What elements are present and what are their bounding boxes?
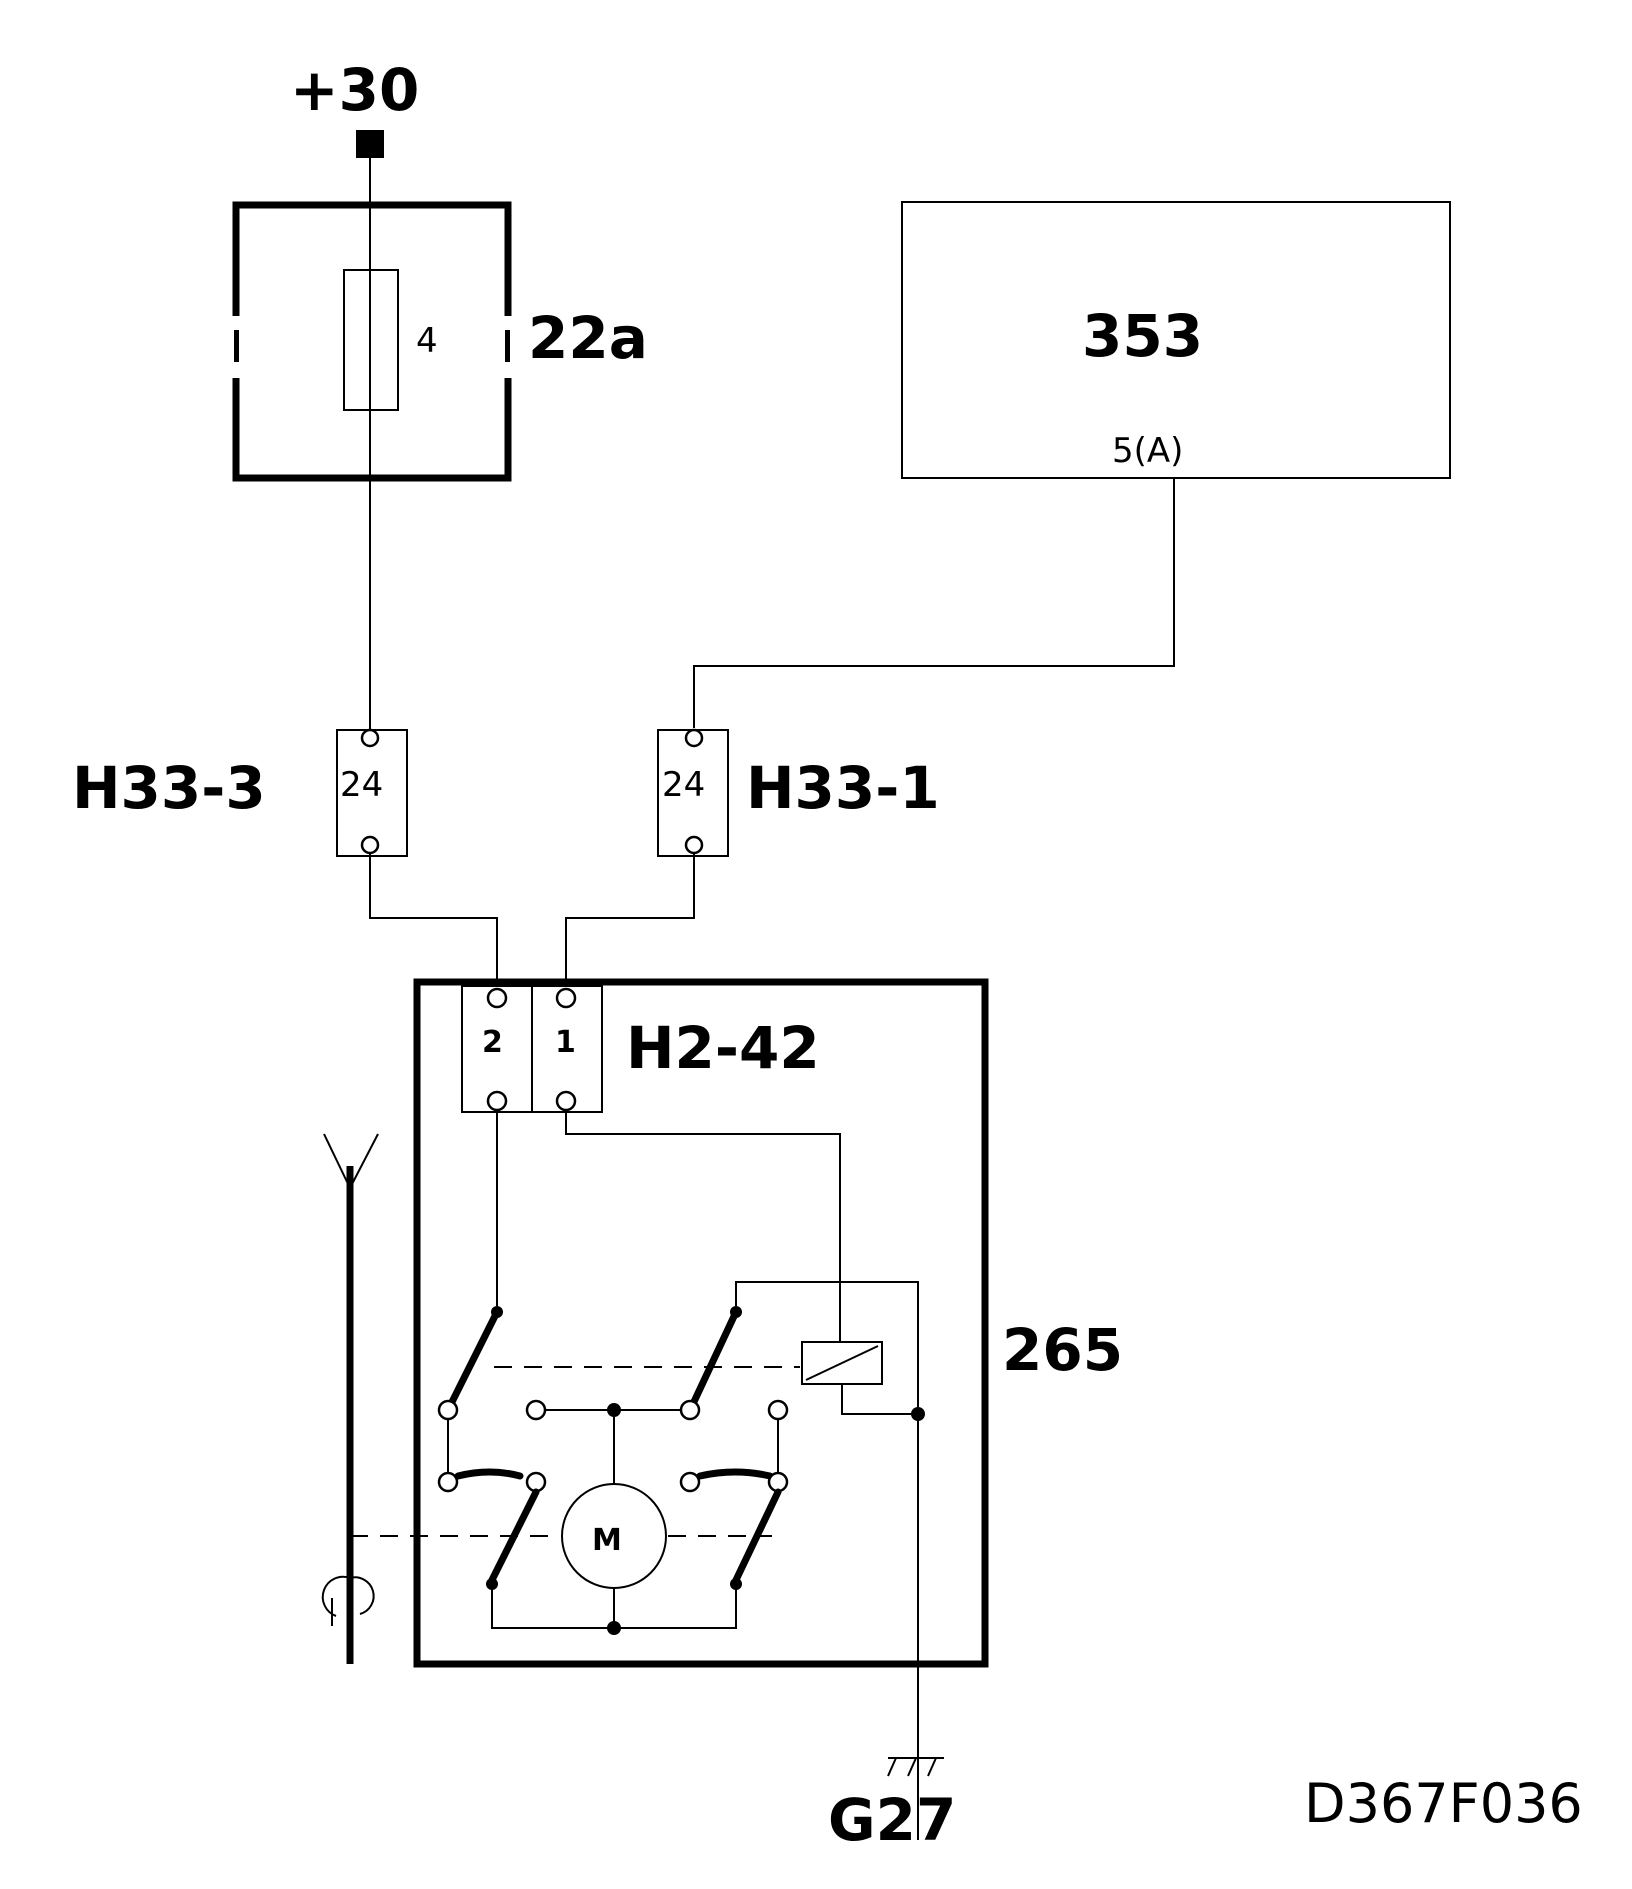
relay-switch-left <box>437 1306 503 1421</box>
limit-switch-right <box>679 1468 789 1590</box>
relay-coil <box>801 1341 883 1385</box>
motor-label: M <box>592 1523 622 1558</box>
connector-h33-1-label: H33-1 <box>746 754 940 822</box>
connector-h33-1 <box>657 728 729 857</box>
wire-h33-3-to-pin-2 <box>369 853 498 986</box>
supply-terminal <box>356 130 384 158</box>
connector-h2-42-pin-2: 2 <box>482 1025 503 1060</box>
ground-icon <box>887 1757 944 1777</box>
wire-pin-1-to-relay <box>565 1110 841 1342</box>
connector-h33-3-pin: 24 <box>340 765 383 805</box>
connector-h33-1-pin: 24 <box>662 765 705 805</box>
bottom-junction <box>607 1621 621 1635</box>
connector-h33-3 <box>336 728 408 857</box>
connector-h2-42 <box>461 985 603 1113</box>
contact-open-right <box>767 1399 789 1421</box>
ground-label: G27 <box>828 1786 956 1854</box>
drawing-code: D367F036 <box>1304 1772 1583 1835</box>
relay-return-wire <box>841 1384 918 1415</box>
connector-h2-42-pin-1: 1 <box>555 1025 576 1060</box>
relay-switch-right <box>679 1306 742 1421</box>
limit-switch-left <box>437 1468 547 1590</box>
fuse-box-label: 22a <box>528 304 648 372</box>
relay-feed-and-ground-wire <box>735 1281 919 1840</box>
module-box <box>901 201 1451 479</box>
module-wire <box>693 478 1175 728</box>
connector-h33-3-label: H33-3 <box>72 754 266 822</box>
module-label: 353 <box>1082 302 1203 370</box>
junction-dot <box>911 1407 925 1421</box>
supply-label: +30 <box>290 56 419 124</box>
fuse-number: 4 <box>416 321 438 361</box>
unit-label: 265 <box>1002 1316 1123 1384</box>
contact-open-left <box>525 1399 547 1421</box>
wire-h33-1-to-pin-1 <box>565 853 695 986</box>
connector-h2-42-label: H2-42 <box>626 1014 820 1082</box>
fuse-box <box>232 201 512 482</box>
unit-box <box>413 978 989 1668</box>
module-pin-label: 5(A) <box>1112 431 1183 471</box>
antenna-icon <box>321 1133 379 1664</box>
fuse-symbol <box>343 269 399 411</box>
